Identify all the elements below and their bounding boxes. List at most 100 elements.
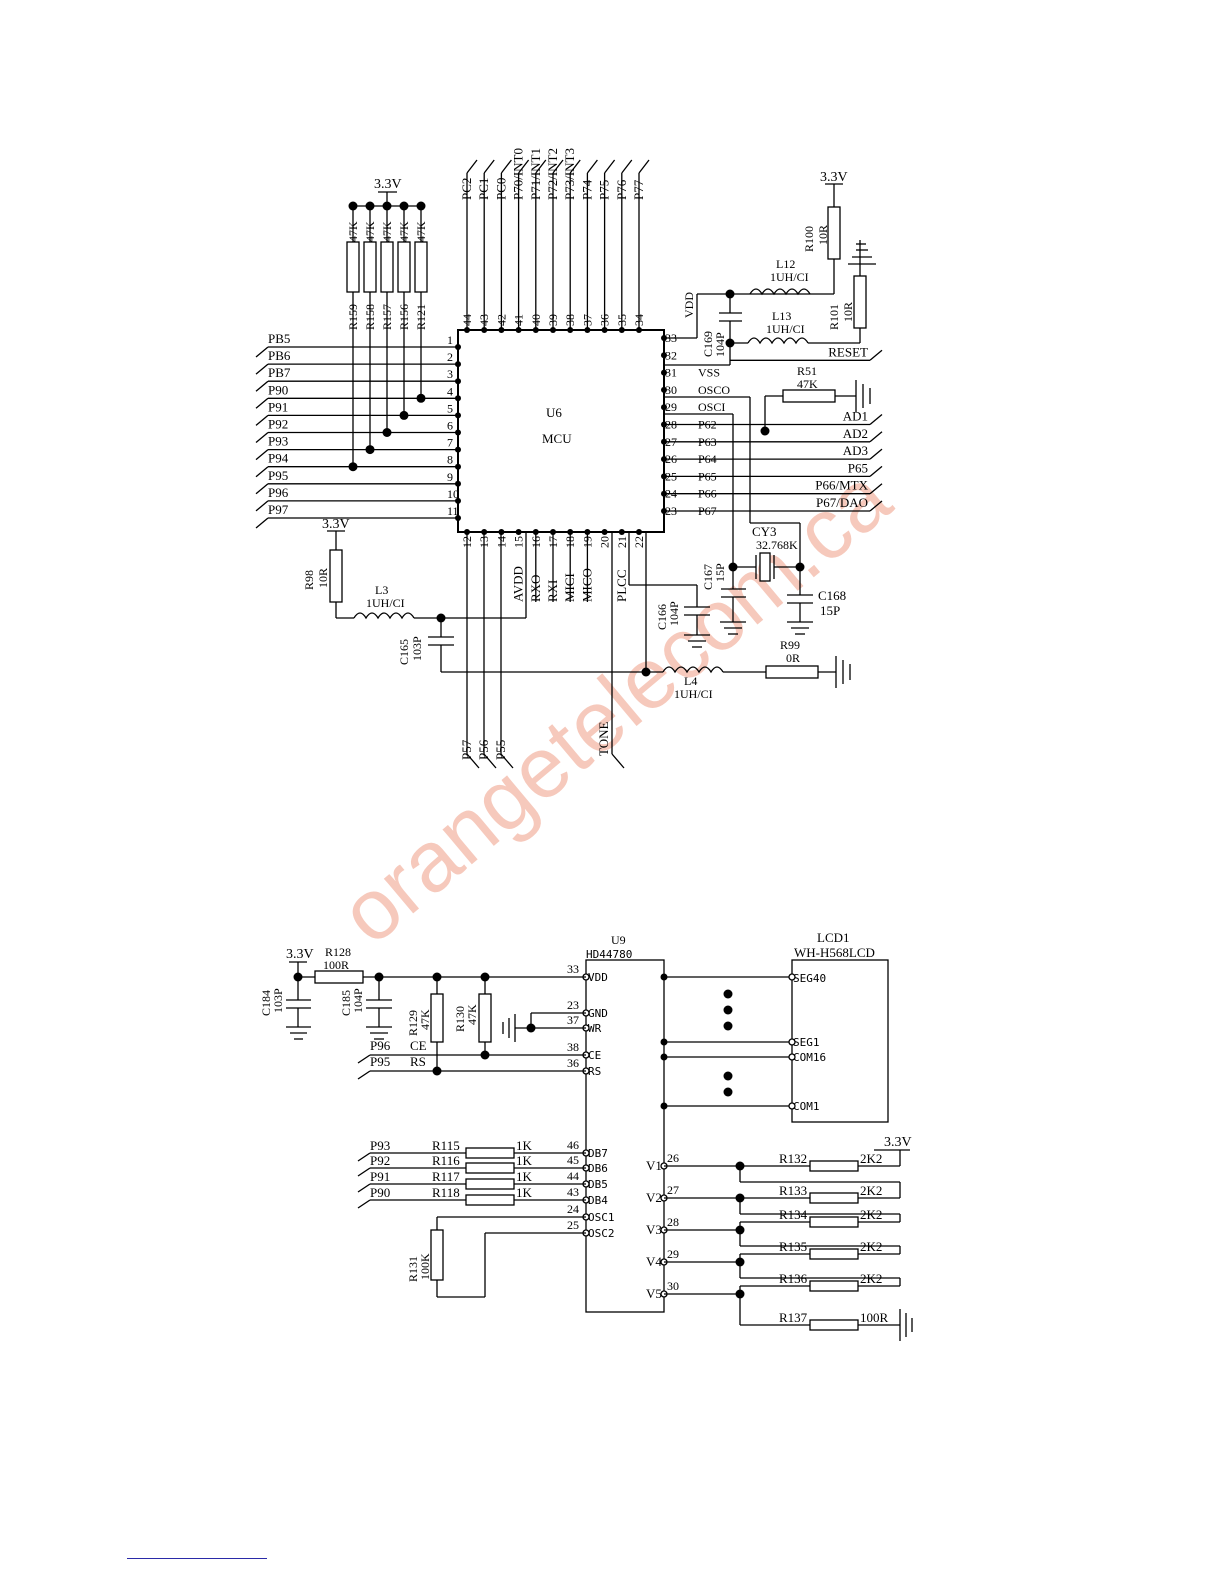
mcu-left-pin-8: 9 bbox=[447, 470, 453, 484]
r100-ref: R100 bbox=[802, 226, 816, 252]
footer-link-underline[interactable] bbox=[127, 1558, 267, 1559]
vdd-label: VDD bbox=[682, 292, 696, 318]
r98-ref: R98 bbox=[302, 570, 316, 590]
mcu-top-net-3: P70/INT0 bbox=[511, 148, 526, 200]
mcu-top-net-7: P74 bbox=[579, 179, 594, 200]
bus-entry bbox=[466, 753, 480, 769]
data-net-1: P92 bbox=[370, 1153, 390, 1168]
bus-entry bbox=[869, 500, 883, 512]
mcu-left-pin-dot-6 bbox=[455, 446, 461, 453]
r101-resistor bbox=[853, 275, 867, 329]
mcu-top-pin-7: 37 bbox=[580, 314, 594, 326]
u9-supply-network: 3.3V R128 100R C184 103P C185 104P bbox=[259, 945, 586, 1080]
bus-entry bbox=[255, 517, 269, 529]
pullup-resistor-0 bbox=[346, 241, 360, 293]
mcu-right-pin-2: 31 bbox=[665, 366, 677, 380]
bus-entry bbox=[869, 483, 883, 495]
mcu-right-net-10: P67/DAO bbox=[816, 495, 868, 510]
mcu-right-pin-4: 29 bbox=[665, 400, 677, 414]
ctrl-signal-1: RS bbox=[410, 1054, 426, 1069]
divider-value-1: 2K2 bbox=[860, 1183, 882, 1198]
mcu-top-pin-2: 42 bbox=[494, 314, 508, 326]
r131-ref: R131 bbox=[406, 1256, 420, 1282]
bus-entry bbox=[869, 431, 883, 443]
mcu-bottom-pin-dot-8 bbox=[601, 529, 608, 535]
mcu-bottom-pin-3: 15 bbox=[512, 536, 526, 548]
bus-entry bbox=[869, 349, 883, 361]
lcd1-pin-1: SEG1 bbox=[793, 1036, 820, 1049]
divider-supply: 3.3V bbox=[884, 1135, 912, 1150]
bus-entry bbox=[255, 414, 269, 426]
c166-ref: C166 bbox=[655, 604, 669, 630]
u9-left-pin-num-10: 25 bbox=[567, 1218, 579, 1232]
u9-left-pin-name-10: OSC2 bbox=[588, 1227, 615, 1240]
c168-value: 15P bbox=[820, 603, 840, 618]
u9-right-pin-name-1: V2 bbox=[646, 1190, 662, 1205]
pullup-value-1: 47K bbox=[363, 221, 377, 242]
u9-left-pin-num-3: 38 bbox=[567, 1040, 579, 1054]
mcu-top-pin-dot-6 bbox=[567, 327, 574, 333]
l13-ref: L13 bbox=[772, 309, 791, 323]
l4-network: L4 1UH/CI R99 0R bbox=[441, 532, 851, 701]
bus-entry bbox=[255, 380, 269, 392]
l13-value: 1UH/CI bbox=[766, 322, 805, 336]
u9-left-pin-name-1: GND bbox=[588, 1007, 608, 1020]
mcu-left-net-1: PB6 bbox=[268, 348, 291, 363]
lcd1: LCD1 WH-H568LCD SEG40 SEG1 COM16 COM1 bbox=[660, 930, 889, 1123]
cy3-value: 32.768K bbox=[756, 538, 798, 552]
mcu-left-pin-2: 3 bbox=[447, 367, 453, 381]
bus-entry bbox=[255, 346, 269, 358]
bus-entry bbox=[357, 1152, 371, 1162]
l12-inductor bbox=[749, 288, 811, 296]
mcu-top-pin-dot-2 bbox=[498, 327, 505, 333]
u9-left-pin-name-8: DB4 bbox=[588, 1194, 608, 1207]
pullup-resistor-1 bbox=[363, 241, 377, 293]
r51-ref: R51 bbox=[797, 364, 817, 378]
c184-ref: C184 bbox=[259, 990, 273, 1016]
u9-left-pin-name-2: WR bbox=[588, 1022, 602, 1035]
mcu-top-pin-10: 34 bbox=[632, 314, 646, 326]
mcu-left-net-3: P90 bbox=[268, 382, 288, 397]
u9-left-pin-num-0: 33 bbox=[567, 962, 579, 976]
c166-value: 104P bbox=[667, 601, 681, 626]
u9-left-pin-name-0: VDD bbox=[588, 971, 608, 984]
mcu-top-pin-dot-10 bbox=[636, 327, 642, 333]
mcu-top-pin-dot-7 bbox=[584, 327, 591, 333]
divider-resistor-1 bbox=[809, 1192, 859, 1204]
u9-left-pin-name-5: DB7 bbox=[588, 1147, 608, 1160]
u9-right-pin-num-3: 29 bbox=[667, 1247, 679, 1261]
crystal-network: CY3 32.768K C167 15P C168 15P bbox=[664, 396, 846, 635]
bus-entry bbox=[535, 159, 547, 174]
avdd-network: 3.3V R98 10R L3 1UH/CI C165 103P bbox=[302, 517, 526, 672]
c185-value: 104P bbox=[351, 988, 365, 1013]
mcu-right-net-9: P66/MTX bbox=[815, 478, 868, 493]
mcu-bottom-pin-dot-10 bbox=[636, 529, 642, 535]
mcu-right-name-3: OSCO bbox=[698, 383, 730, 397]
r51-network: R51 47K bbox=[760, 364, 871, 436]
mcu-bottom-name-9: PLCC bbox=[614, 569, 629, 602]
lcd1-body bbox=[791, 959, 889, 1123]
r128-resistor bbox=[314, 970, 364, 984]
mcu-top-pin-3: 41 bbox=[512, 314, 526, 326]
bus-entry bbox=[500, 159, 512, 174]
mcu-right-pin-dot-1 bbox=[661, 352, 667, 359]
divider-resistor-4 bbox=[809, 1280, 859, 1292]
u9-right-pin-name-0: V1 bbox=[646, 1158, 662, 1173]
bus-entry bbox=[357, 1199, 371, 1209]
pullup-resistor-3 bbox=[397, 241, 411, 293]
mcu-left-pin-dot-8 bbox=[455, 480, 461, 487]
mcu-top-net-10: P77 bbox=[631, 179, 646, 200]
divider-value-0: 2K2 bbox=[860, 1151, 882, 1166]
mcu-top-pin-dot-5 bbox=[550, 327, 556, 333]
bus-entry bbox=[255, 449, 269, 461]
c184-value: 103P bbox=[271, 988, 285, 1013]
mcu-ref: U6 bbox=[546, 405, 562, 420]
pullup-supply-label: 3.3V bbox=[374, 177, 402, 192]
r130-ref: R130 bbox=[453, 1006, 467, 1032]
u9-left-pin-num-5: 46 bbox=[567, 1138, 579, 1152]
u9-left-pin-num-8: 43 bbox=[567, 1185, 579, 1199]
c168-ref: C168 bbox=[818, 588, 846, 603]
mcu-left-pin-dot-3 bbox=[455, 395, 461, 402]
